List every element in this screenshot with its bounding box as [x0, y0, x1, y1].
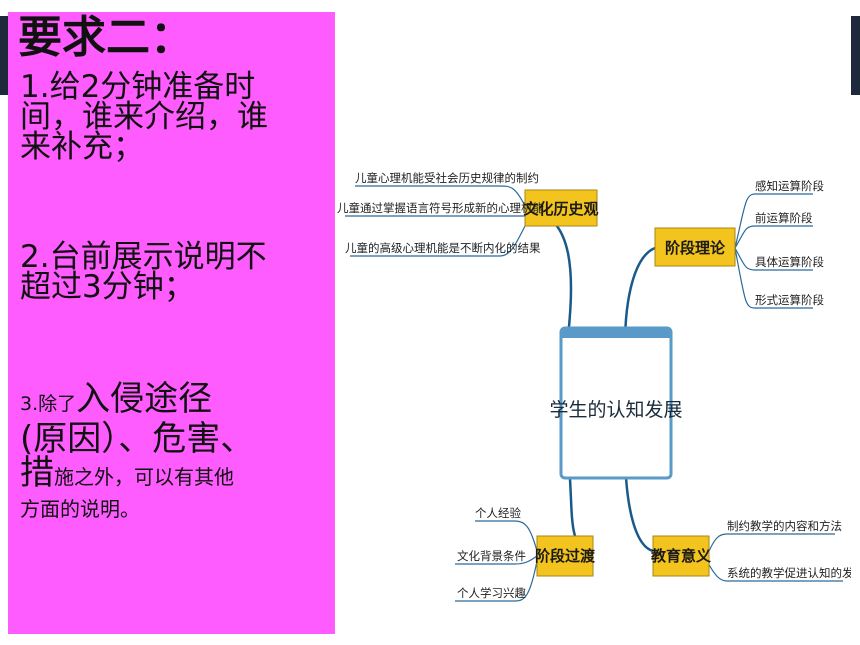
leaf-line — [734, 247, 813, 309]
leaf-line — [475, 520, 538, 552]
requirement-3-big-3: 措 — [20, 453, 54, 493]
requirements-title: 要求二： — [18, 12, 194, 63]
leaf-culture-1: 儿童心理机能受社会历史规律的制约 — [355, 171, 539, 185]
requirement-3-tail-2: 方面的说明。 — [20, 497, 140, 521]
leaf-line — [350, 225, 526, 257]
branch-line-culture — [527, 207, 573, 347]
leaf-line — [355, 185, 526, 207]
mind-map-canvas: 学生的认知发展 文化历史观 阶段理论 阶段过渡 教育意义 儿童心理机能受社会历史… — [337, 171, 851, 602]
leaf-line — [706, 533, 835, 557]
leaf-stage-transition-3: 个人学习兴趣 — [457, 586, 526, 600]
leaf-stage-theory-4: 形式运算阶段 — [755, 293, 824, 307]
category-edu-meaning: 教育意义 — [650, 535, 711, 577]
category-culture-label: 文化历史观 — [523, 200, 598, 218]
leaf-stage-transition-2: 文化背景条件 — [457, 549, 526, 563]
leaf-edu-meaning-2: 系统的教学促进认知的发展 — [727, 566, 851, 580]
requirement-2-line: 超过3分钟； — [20, 269, 195, 305]
leaf-stage-transition-1: 个人经验 — [475, 506, 521, 520]
requirement-3-big-2: (原因）、危害、 — [20, 419, 255, 459]
category-culture: 文化历史观 — [523, 189, 599, 227]
requirement-2: 2.台前展示说明不 超过3分钟； — [20, 239, 330, 305]
requirement-3-prefix: 3.除了 — [20, 393, 77, 415]
center-node: 学生的认知发展 — [549, 326, 683, 480]
center-node-label: 学生的认知发展 — [549, 399, 682, 421]
requirements-panel: 要求二： 1.给2分钟准备时 间，谁来介绍，谁 来补充； 2.台前展示说明不 超… — [8, 12, 335, 634]
requirement-1-line: 间，谁来介绍，谁 — [20, 99, 268, 135]
category-stage-transition: 阶段过渡 — [535, 535, 596, 577]
requirement-3: 3.除了入侵途径 (原因）、危害、 措施之外，可以有其他 方面的说明。 — [20, 382, 330, 522]
requirement-2-line: 2.台前展示说明不 — [20, 239, 267, 275]
leaf-culture-2: 儿童通过掌握语言符号形成新的心理机能 — [337, 201, 544, 215]
leaf-line — [734, 225, 813, 249]
leaf-stage-theory-2: 前运算阶段 — [755, 211, 813, 225]
leaf-line — [734, 247, 813, 271]
leaf-line — [455, 555, 538, 565]
leaf-line — [455, 560, 538, 602]
leaf-culture-3: 儿童的高级心理机能是不断内化的结果 — [345, 241, 541, 255]
mind-map: 学生的认知发展 文化历史观 阶段理论 阶段过渡 教育意义 儿童心理机能受社会历史… — [335, 16, 851, 624]
requirement-3-big-1: 入侵途径 — [76, 379, 213, 419]
requirement-1-line: 来补充； — [20, 129, 144, 165]
category-edu-meaning-label: 教育意义 — [650, 547, 711, 565]
leaf-stage-theory-3: 具体运算阶段 — [755, 255, 824, 269]
leaf-stage-theory-1: 感知运算阶段 — [755, 179, 824, 193]
leaf-edu-meaning-1: 制约教学的内容和方法 — [727, 519, 842, 533]
requirement-1-line: 1.给2分钟准备时 — [20, 69, 256, 105]
category-stage-transition-label: 阶段过渡 — [535, 547, 596, 565]
requirement-3-tail-1: 施之外，可以有其他 — [54, 465, 234, 489]
requirement-3-line-1: 3.除了入侵途径 — [20, 382, 330, 422]
category-stage-theory-label: 阶段理论 — [665, 239, 726, 257]
requirement-1: 1.给2分钟准备时 间，谁来介绍，谁 来补充； — [20, 69, 330, 165]
leaf-line — [734, 193, 813, 249]
category-stage-theory: 阶段理论 — [654, 227, 736, 267]
requirement-3-line-3: 措施之外，可以有其他 — [20, 456, 330, 496]
